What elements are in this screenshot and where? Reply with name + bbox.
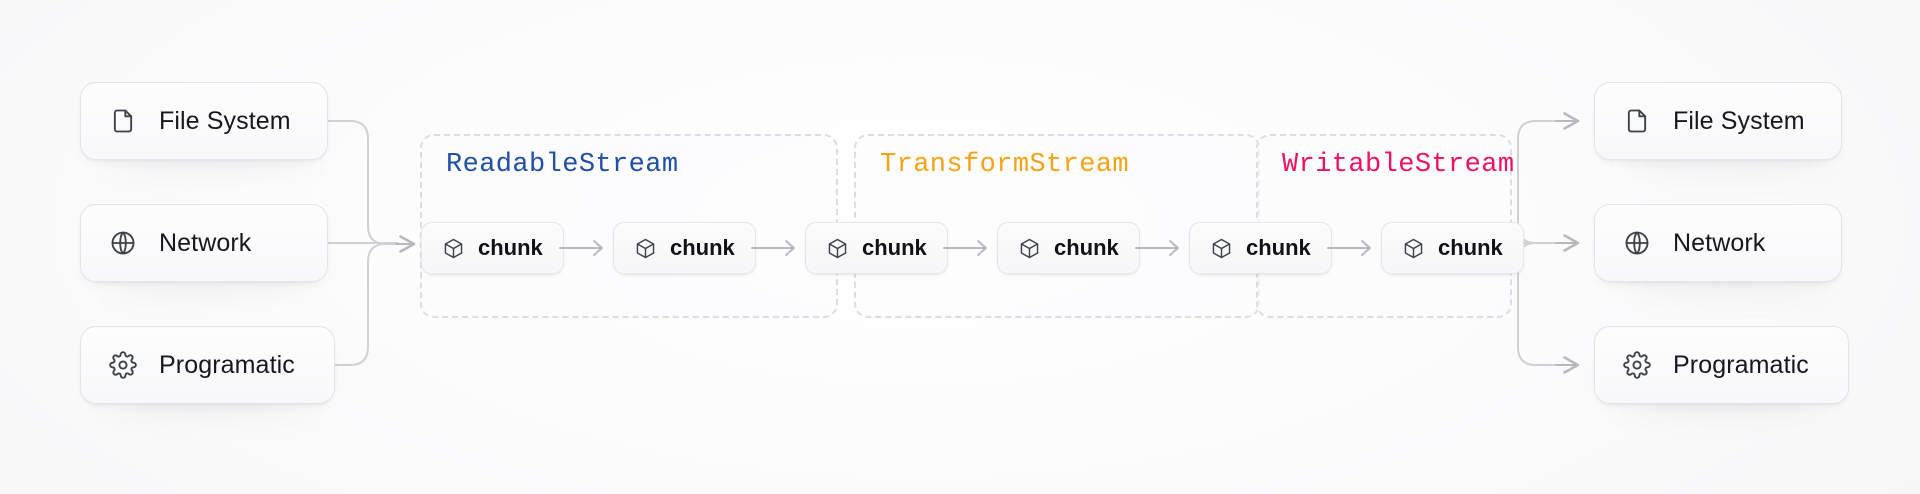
- destination-node-label: Programatic: [1673, 350, 1809, 379]
- chunk-label: chunk: [478, 235, 543, 260]
- stream-group-label: ReadableStream: [446, 150, 679, 180]
- globe-icon: [1623, 229, 1651, 257]
- destination-node-network[interactable]: Network: [1594, 204, 1842, 282]
- source-node-network[interactable]: Network: [80, 204, 328, 282]
- source-node-label: Programatic: [159, 350, 295, 379]
- destination-node-label: Network: [1673, 228, 1766, 257]
- chunk-label: chunk: [1054, 235, 1119, 260]
- chunk-item[interactable]: chunk: [805, 222, 948, 274]
- source-node-label: Network: [159, 228, 252, 257]
- chunk-item[interactable]: chunk: [997, 222, 1140, 274]
- cube-icon: [1018, 237, 1041, 260]
- gear-icon: [109, 351, 137, 379]
- chunk-item[interactable]: chunk: [1381, 222, 1524, 274]
- cube-icon: [1402, 237, 1425, 260]
- chunk-item[interactable]: chunk: [613, 222, 756, 274]
- arrow-right-icon: [1327, 240, 1371, 256]
- chunk-item[interactable]: chunk: [421, 222, 564, 274]
- stream-group-label: WritableStream: [1282, 150, 1515, 180]
- destination-node-label: File System: [1673, 106, 1805, 135]
- chunk-label: chunk: [1246, 235, 1311, 260]
- chunk-label: chunk: [862, 235, 927, 260]
- globe-icon: [109, 229, 137, 257]
- cube-icon: [442, 237, 465, 260]
- arrow-right-icon: [751, 240, 795, 256]
- arrow-right-icon: [943, 240, 987, 256]
- source-node-file-system[interactable]: File System: [80, 82, 328, 160]
- document-icon: [1623, 107, 1651, 135]
- chunk-label: chunk: [1438, 235, 1503, 260]
- cube-icon: [1210, 237, 1233, 260]
- destination-node-file-system[interactable]: File System: [1594, 82, 1842, 160]
- source-node-programatic[interactable]: Programatic: [80, 326, 335, 404]
- arrow-right-icon: [559, 240, 603, 256]
- chunk-item[interactable]: chunk: [1189, 222, 1332, 274]
- destination-node-programatic[interactable]: Programatic: [1594, 326, 1849, 404]
- cube-icon: [634, 237, 657, 260]
- chunk-label: chunk: [670, 235, 735, 260]
- document-icon: [109, 107, 137, 135]
- gear-icon: [1623, 351, 1651, 379]
- cube-icon: [826, 237, 849, 260]
- arrow-right-icon: [1135, 240, 1179, 256]
- stream-group-label: TransformStream: [880, 150, 1130, 180]
- source-node-label: File System: [159, 106, 291, 135]
